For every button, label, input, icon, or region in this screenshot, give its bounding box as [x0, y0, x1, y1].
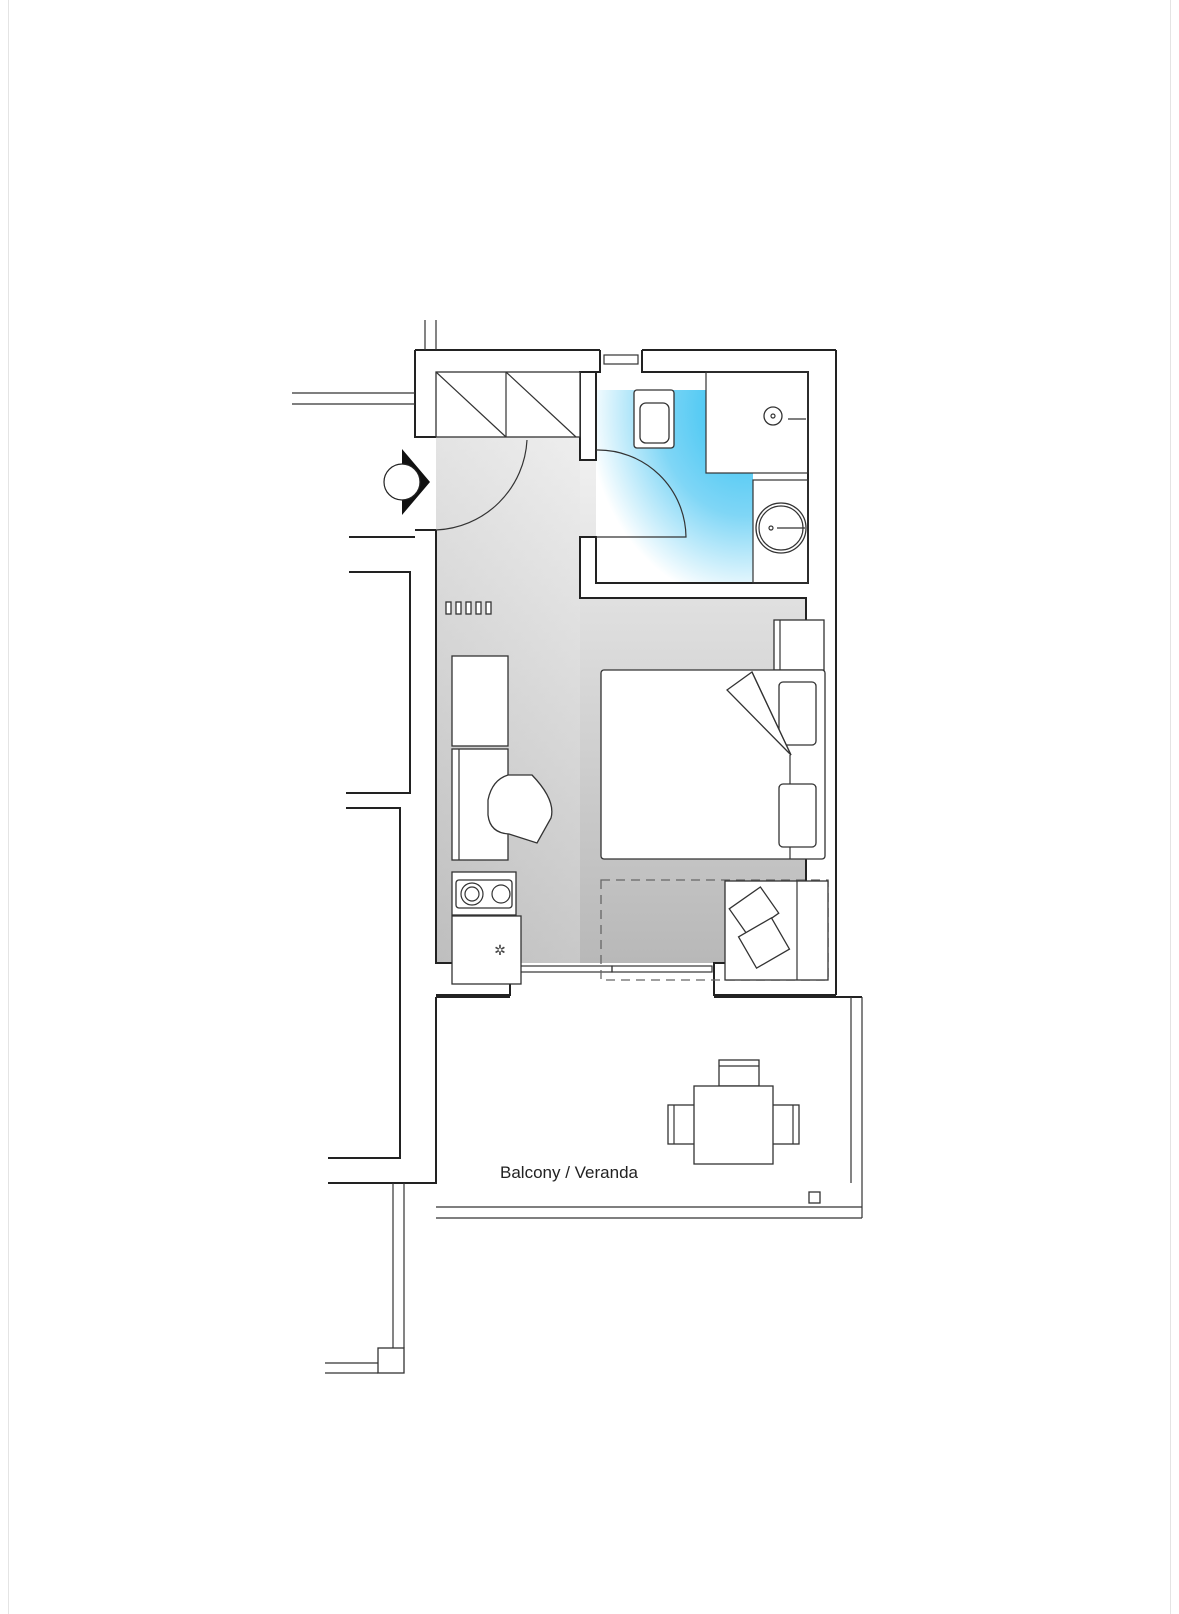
radiator	[445, 601, 492, 615]
cabinet	[451, 655, 509, 747]
bathroom-door-swing	[595, 449, 687, 538]
sink	[752, 479, 809, 584]
balcony	[436, 996, 863, 1219]
balcony-table-set	[667, 1059, 800, 1165]
entrance-arrow-icon	[383, 449, 430, 515]
bed	[600, 619, 826, 860]
balcony-label: Balcony / Veranda	[500, 1163, 639, 1182]
fridge-snowflake-icon: ✲	[494, 943, 506, 959]
wardrobe	[435, 371, 581, 438]
kitchenette: ✲	[451, 871, 522, 985]
desk-chair	[487, 774, 553, 844]
sofa	[724, 880, 829, 981]
shower	[705, 371, 809, 474]
walls	[292, 320, 837, 1374]
entrance-door-swing	[435, 439, 528, 531]
toilet	[633, 389, 675, 449]
